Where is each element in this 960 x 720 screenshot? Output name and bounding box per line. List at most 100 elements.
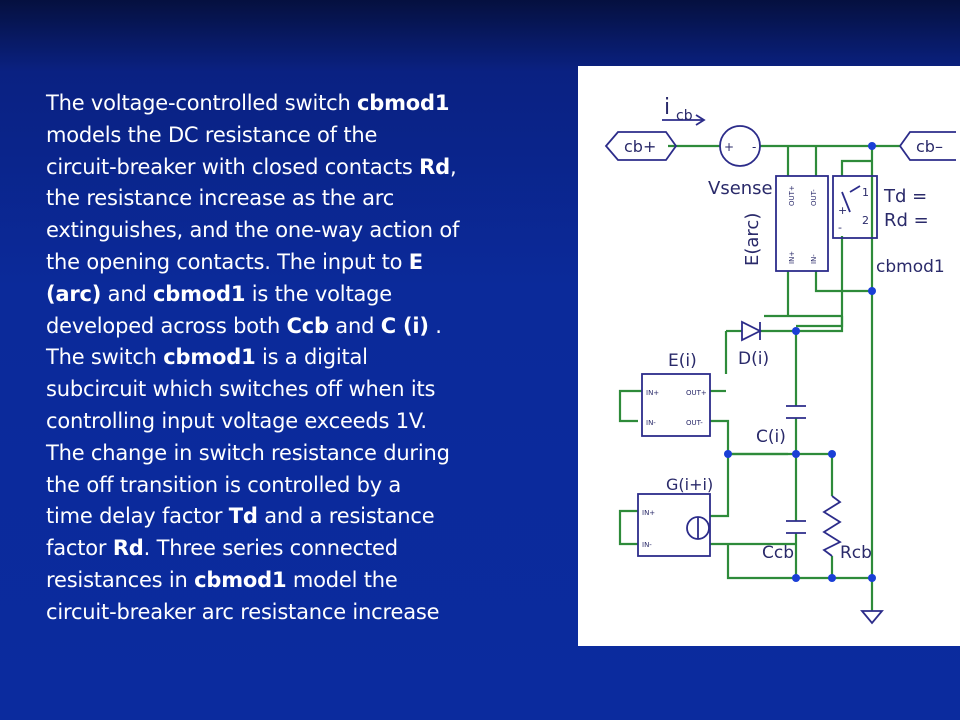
text-line: circuit-breaker arc resistance increase: [46, 597, 566, 629]
cb-plus-port: [604, 131, 678, 161]
ei-in-minus: IN-: [646, 419, 656, 427]
emphasis-term: Td: [228, 504, 258, 529]
td-label: Td =: [883, 186, 927, 207]
text-line: the off transition is controlled by a: [46, 470, 566, 502]
switch-pin-2: 2: [862, 214, 869, 227]
text-run: subcircuit which switches off when its: [46, 377, 436, 402]
text-run: extinguishes, and the one-way action of: [46, 218, 460, 243]
emphasis-term: C (i): [380, 313, 429, 338]
emphasis-term: Ccb: [286, 313, 329, 338]
resistor-rcb: [822, 495, 842, 557]
text-run: . Three series connected: [143, 536, 398, 561]
cb-minus-label: cb–: [916, 137, 943, 156]
e-arc-pin-4: IN-: [810, 254, 818, 264]
emphasis-term: Rd: [112, 536, 144, 561]
text-line: models the DC resistance of the: [46, 120, 566, 152]
text-line: The switch cbmod1 is a digital: [46, 342, 566, 374]
text-run: The switch: [46, 345, 164, 370]
text-line: (arc) and cbmod1 is the voltage: [46, 279, 566, 311]
switch-pin-plus: +: [838, 204, 847, 217]
text-run: and: [101, 281, 154, 306]
e-arc-pin-2: OUT-: [810, 189, 818, 206]
diagram-labels: i cb cb+ cb– + - Vsense E(arc) OUT+ OUT-…: [624, 95, 945, 563]
emphasis-term: cbmod1: [357, 91, 450, 115]
ci-label: C(i): [756, 427, 786, 447]
text-run: the opening contacts. The input to: [46, 249, 409, 274]
text-run: developed across both: [46, 313, 287, 338]
vsense-label: Vsense: [708, 178, 773, 199]
vsense-source: [719, 125, 761, 167]
gii-in-plus: IN+: [642, 509, 655, 517]
nodes: [724, 142, 876, 582]
text-line: time delay factor Td and a resistance: [46, 501, 566, 533]
switch-pin-minus: -: [838, 221, 842, 234]
emphasis-term: E: [408, 249, 423, 274]
switch-pin-1: 1: [862, 186, 869, 199]
text-run: the resistance increase as the arc: [46, 186, 395, 211]
emphasis-term: cbmod1: [153, 281, 246, 306]
ei-in-plus: IN+: [646, 389, 659, 397]
e-arc-label: E(arc): [742, 213, 763, 266]
di-label: D(i): [738, 349, 769, 369]
text-line: The voltage-controlled switch cbmod1: [46, 88, 566, 120]
text-run: the off transition is controlled by a: [46, 472, 402, 497]
text-line: developed across both Ccb and C (i) .: [46, 311, 566, 343]
text-run: circuit-breaker with closed contacts: [46, 154, 420, 179]
text-run: circuit-breaker arc resistance increase: [46, 599, 440, 624]
emphasis-term: cbmod1: [163, 345, 256, 370]
e-i-block: [641, 373, 711, 437]
wires: [618, 144, 900, 611]
text-line: controlling input voltage exceeds 1V.: [46, 406, 566, 438]
text-run: and: [328, 313, 381, 338]
diode: [741, 320, 763, 342]
text-run: time delay factor: [46, 504, 229, 529]
text-run: factor: [46, 536, 113, 561]
ccb-label: Ccb: [762, 543, 794, 563]
ei-out-plus: OUT+: [686, 389, 707, 397]
text-line: circuit-breaker with closed contacts Rd,: [46, 152, 566, 184]
rd-label: Rd =: [884, 210, 929, 231]
text-run: The change in switch resistance during: [46, 440, 450, 465]
e-arc-block: [775, 175, 829, 272]
icb-sub-label: cb: [676, 108, 693, 124]
g-ii-block: [637, 493, 711, 557]
vsense-plus: +: [724, 140, 734, 154]
text-run: .: [428, 313, 442, 338]
emphasis-term: (arc): [46, 281, 102, 306]
text-line: factor Rd. Three series connected: [46, 533, 566, 565]
cbmod1-label: cbmod1: [876, 257, 945, 277]
text-run: is a digital: [255, 345, 368, 370]
vsense-minus: -: [752, 140, 756, 154]
text-run: controlling input voltage exceeds 1V.: [46, 408, 427, 433]
text-run: model the: [286, 567, 398, 592]
e-arc-pin-3: IN+: [788, 251, 796, 264]
emphasis-term: Rd: [419, 154, 450, 179]
text-run: The voltage-controlled switch: [46, 91, 358, 115]
text-line: extinguishes, and the one-way action of: [46, 215, 566, 247]
cbmod1-switch: [832, 175, 878, 239]
text-run: models the DC resistance of the: [46, 122, 378, 147]
text-line: The change in switch resistance during: [46, 438, 566, 470]
circuit-diagram: i cb cb+ cb– + - Vsense E(arc) OUT+ OUT-…: [578, 66, 960, 646]
text-run: resistances in: [46, 567, 195, 592]
ground-symbol: [860, 610, 884, 625]
gii-in-minus: IN-: [642, 541, 652, 549]
circuit-diagram-svg: i cb cb+ cb– + - Vsense E(arc) OUT+ OUT-…: [604, 95, 956, 625]
ei-label: E(i): [668, 351, 697, 371]
gii-label: G(i+i): [666, 475, 713, 494]
icb-label: i: [664, 95, 670, 120]
cb-minus-port: [899, 131, 956, 147]
text-line: resistances in cbmod1 model the: [46, 565, 566, 597]
text-line: the resistance increase as the arc: [46, 183, 566, 215]
cb-plus-label: cb+: [624, 137, 656, 156]
components: [604, 114, 956, 625]
ei-out-minus: OUT-: [686, 419, 703, 427]
e-arc-pin-1: OUT+: [788, 185, 796, 206]
text-line: subcircuit which switches off when its: [46, 374, 566, 406]
text-run: is the voltage: [245, 281, 392, 306]
emphasis-term: cbmod1: [194, 567, 287, 592]
text-run: ,: [449, 154, 457, 179]
text-line: the opening contacts. The input to E: [46, 247, 566, 279]
